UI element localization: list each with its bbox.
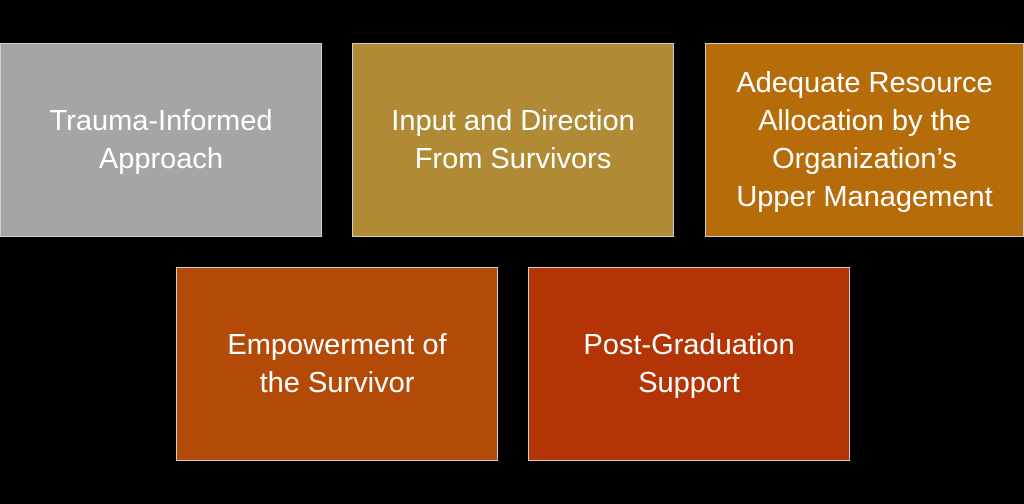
adequate-resource-allocation-box: Adequate Resource Allocation by the Orga… xyxy=(705,43,1024,237)
trauma-informed-approach-box: Trauma-Informed Approach xyxy=(0,43,322,237)
empowerment-of-survivor-box: Empowerment of the Survivor xyxy=(176,267,498,461)
input-and-direction-box: Input and Direction From Survivors xyxy=(352,43,674,237)
post-graduation-support-box: Post-Graduation Support xyxy=(528,267,850,461)
